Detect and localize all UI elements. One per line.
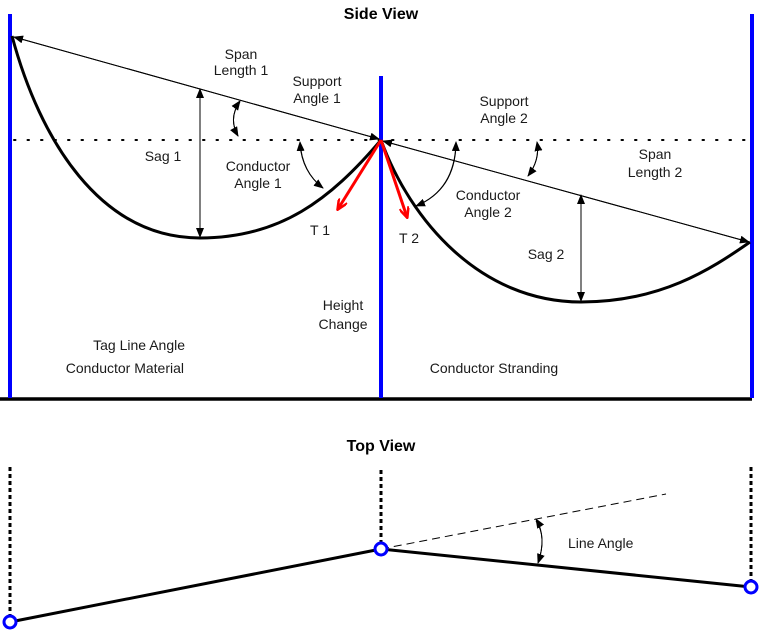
conductor-span-2 <box>379 139 751 304</box>
sag-2-label: Sag 2 <box>528 246 565 262</box>
height-change-label-line2: Change <box>318 316 367 332</box>
line-angle-arc <box>535 520 545 564</box>
top-view-route-segment-1 <box>9 547 382 624</box>
span-length-1-label-line2: Length 1 <box>214 62 269 78</box>
conductor-angle-2-arc <box>415 143 457 207</box>
height-change-label-line1: Height <box>323 297 364 313</box>
conductor-angle-2-arc-end <box>415 141 460 207</box>
support-angle-2-arc-end <box>527 141 543 177</box>
tension-t2-label: T 2 <box>399 230 419 246</box>
support-angle-1-label-line1: Support <box>292 73 341 89</box>
line-angle-arc-end <box>535 518 545 564</box>
top-view-route-segment-2 <box>380 547 752 589</box>
top-view-title: Top View <box>347 438 416 455</box>
line-angle-label: Line Angle <box>568 535 634 551</box>
span-length-2-arrow-end <box>382 139 750 243</box>
conductor-angle-1-label-line1: Conductor <box>226 158 291 174</box>
conductor-angle-2-label-line1: Conductor <box>456 187 521 203</box>
top-view-right-node <box>743 579 759 595</box>
top-view-left-node <box>2 614 18 630</box>
tension-t1-arrow <box>338 139 383 209</box>
conductor-material-label: Conductor Material <box>66 360 184 376</box>
tension-t1-label: T 1 <box>310 222 330 238</box>
top-view-center-node <box>373 541 389 557</box>
span-length-1-label-line1: Span <box>225 46 258 62</box>
support-angle-2-label-line2: Angle 2 <box>480 110 528 126</box>
side-view-title: Side View <box>344 6 419 23</box>
conductor-angle-1-arc-end <box>296 141 324 189</box>
conductor-angle-1-label-line2: Angle 1 <box>234 175 282 191</box>
tension-t2-arrow <box>379 139 407 217</box>
span-length-2-label-line1: Span <box>639 146 672 162</box>
conductor-stranding-label: Conductor Stranding <box>430 360 558 376</box>
tag-line-angle-label: Tag Line Angle <box>93 337 185 353</box>
conductor-span-1 <box>10 35 383 240</box>
sag-1-label: Sag 1 <box>145 148 182 164</box>
support-angle-1-arc-end <box>231 100 241 137</box>
span-length-2-label-line2: Length 2 <box>628 164 683 180</box>
line-extension-dashed <box>380 493 667 550</box>
support-angle-1-label-line2: Angle 1 <box>293 90 341 106</box>
support-angle-2-label-line1: Support <box>479 93 528 109</box>
conductor-angle-2-label-line2: Angle 2 <box>464 204 512 220</box>
conductor-angle-1-arc <box>299 143 324 189</box>
